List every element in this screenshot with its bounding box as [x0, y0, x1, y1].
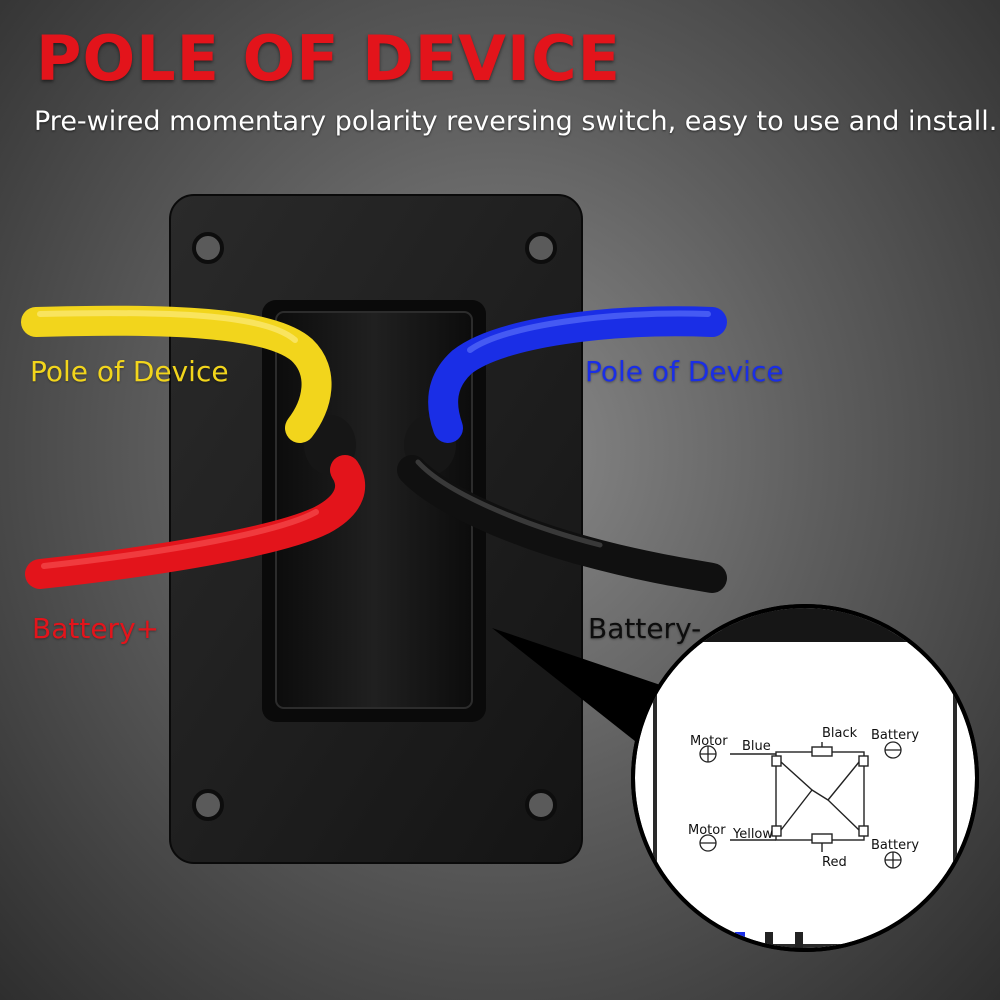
- screw-hole: [192, 789, 224, 821]
- yellow-wire-highlight: [37, 310, 298, 343]
- polarity-symbols: [699, 741, 902, 869]
- screw-hole: [192, 232, 224, 264]
- screw-hole: [525, 789, 557, 821]
- battery-plus-label: Battery: [871, 838, 919, 853]
- blue-wire: [428, 306, 727, 443]
- wiring-schematic: [730, 742, 869, 852]
- motor-plus-label: Motor: [690, 734, 728, 749]
- yellow-wire: [21, 305, 332, 443]
- screw-hole: [525, 232, 557, 264]
- page-title: POLE OF DEVICE: [36, 22, 621, 95]
- blue-wire-label: Blue: [742, 739, 771, 754]
- red-wire-label: Red: [822, 855, 847, 870]
- blue-wire-caption: Pole of Device: [585, 355, 784, 388]
- blue-wire-highlight: [467, 310, 711, 353]
- black-wire-highlight: [415, 459, 603, 548]
- switch-housing-body: [653, 626, 957, 948]
- yellow-wire-caption: Pole of Device: [30, 355, 229, 388]
- black-wire-label: Black: [822, 726, 858, 741]
- motor-minus-label: Motor: [688, 823, 726, 838]
- yellow-wire-label: Yellow: [732, 827, 773, 842]
- battery-minus-label: Battery: [871, 728, 919, 743]
- page-subtitle: Pre-wired momentary polarity reversing s…: [34, 106, 998, 137]
- zoom-pointer: [492, 628, 690, 745]
- red-wire-highlight: [41, 509, 319, 569]
- black-wire-caption: Battery-: [588, 612, 702, 645]
- red-wire: [25, 455, 366, 589]
- black-wire: [397, 455, 727, 593]
- red-wire-caption: Battery+: [32, 612, 160, 645]
